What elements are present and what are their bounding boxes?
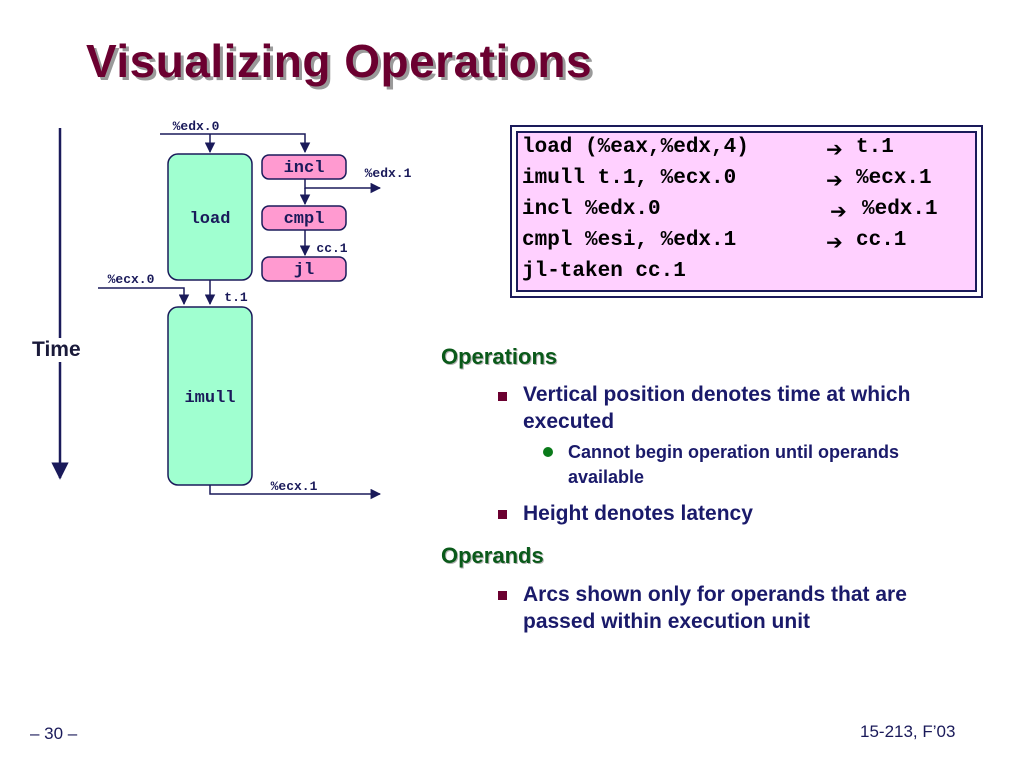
page-number: – 30 – [30, 724, 78, 743]
bullet-marker [498, 510, 507, 519]
jl-op [261, 256, 347, 282]
code-box [510, 125, 983, 298]
right-arrow-icon: ➔ [826, 168, 843, 192]
operands-heading: Operands [441, 543, 544, 568]
operand-label-ecx1: %ecx.1 [271, 479, 318, 494]
operands-bullet-1: Arcs shown only for operands that are pa… [523, 583, 907, 633]
operations-heading: Operations [441, 344, 558, 369]
right-arrow-icon: ➔ [826, 230, 843, 254]
operand-label-edx0: %edx.0 [173, 119, 220, 134]
code-instruction: load (%eax,%edx,4) [522, 136, 749, 159]
bullet-marker [498, 591, 507, 600]
op-label-cmpl: cmpl [284, 210, 325, 229]
operand-label-edx1: %edx.1 [365, 166, 412, 181]
time-label: Time [30, 338, 83, 362]
code-destination: %ecx.1 [856, 167, 932, 190]
code-destination: t.1 [856, 136, 894, 159]
operand-label-ecx0: %ecx.0 [108, 272, 155, 287]
cmpl-op [261, 205, 347, 231]
incl-op [261, 154, 347, 180]
right-arrow-icon: ➔ [826, 137, 843, 161]
ecx1-arc [209, 485, 382, 500]
op-label-incl: incl [284, 159, 325, 178]
course-label: 15-213, F’03 [860, 722, 956, 741]
code-destination: %edx.1 [862, 198, 938, 221]
slide-title: Visualizing Operations [86, 35, 593, 87]
code-instruction: imull t.1, %ecx.0 [522, 167, 737, 190]
code-instruction: jl-taken cc.1 [522, 260, 686, 283]
bullet-marker [498, 392, 507, 401]
operations-sub-bullet: Cannot begin operation until operands av… [568, 442, 899, 487]
operand-label-t1: t.1 [224, 290, 248, 305]
code-destination: cc.1 [856, 229, 907, 252]
operations-bullet-1: Vertical position denotes time at which … [523, 383, 911, 433]
op-label-jl: jl [294, 261, 314, 280]
operations-bullet-2: Height denotes latency [523, 502, 753, 525]
code-box-inner [516, 131, 977, 292]
ecx0-arc [98, 287, 190, 306]
edx0-arc [160, 133, 311, 154]
op-label-imull: imull [184, 389, 235, 408]
code-instruction: incl %edx.0 [522, 198, 661, 221]
code-instruction: cmpl %esi, %edx.1 [522, 229, 737, 252]
op-label-load: load [190, 210, 231, 229]
operand-label-cc1: cc.1 [316, 241, 347, 256]
sub-bullet-marker [543, 447, 553, 457]
right-arrow-icon: ➔ [830, 199, 847, 223]
